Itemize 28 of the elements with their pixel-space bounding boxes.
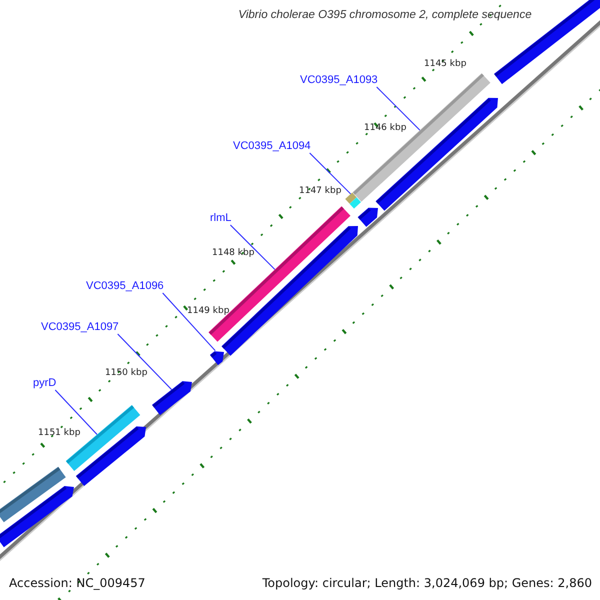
gene-label: VC0395_A1093 bbox=[300, 74, 378, 87]
scale-label: 1147 kbp bbox=[299, 186, 342, 197]
diagram-title: Vibrio cholerae O395 chromosome 2, complete sequence bbox=[238, 9, 532, 21]
leader-line bbox=[376, 86, 420, 131]
accession-label: Accession: NC_009457 bbox=[9, 576, 146, 590]
gene-label: VC0395_A1094 bbox=[233, 140, 311, 153]
gene-feature bbox=[358, 208, 378, 227]
gene-feature bbox=[345, 192, 357, 204]
leader-line bbox=[230, 224, 276, 270]
scale-label: 1148 kbp bbox=[212, 248, 254, 259]
gene-label: rlmL bbox=[210, 212, 232, 225]
gene-feature bbox=[350, 197, 361, 209]
gene-label: pyrD bbox=[33, 377, 56, 390]
leader-line bbox=[309, 152, 352, 194]
scale-label: 1151 kbp bbox=[38, 428, 80, 439]
leader-line bbox=[117, 334, 172, 390]
scale-label: 1149 kbp bbox=[187, 306, 230, 317]
scale-label: 1145 kbp bbox=[424, 59, 466, 70]
gene-feature bbox=[210, 351, 224, 366]
gene-feature bbox=[0, 486, 74, 548]
sequence-summary: Topology: circular; Length: 3,024,069 bp; Genes: 2,860 bbox=[262, 576, 592, 590]
scale-label: 1150 kbp bbox=[105, 368, 148, 379]
leader-line bbox=[54, 390, 98, 436]
gene-label: VC0395_A1096 bbox=[86, 280, 164, 293]
gene-feature bbox=[152, 381, 192, 416]
leader-line bbox=[162, 292, 216, 352]
scale-label: 1146 kbp bbox=[364, 123, 406, 134]
gene-label: VC0395_A1097 bbox=[41, 321, 119, 334]
